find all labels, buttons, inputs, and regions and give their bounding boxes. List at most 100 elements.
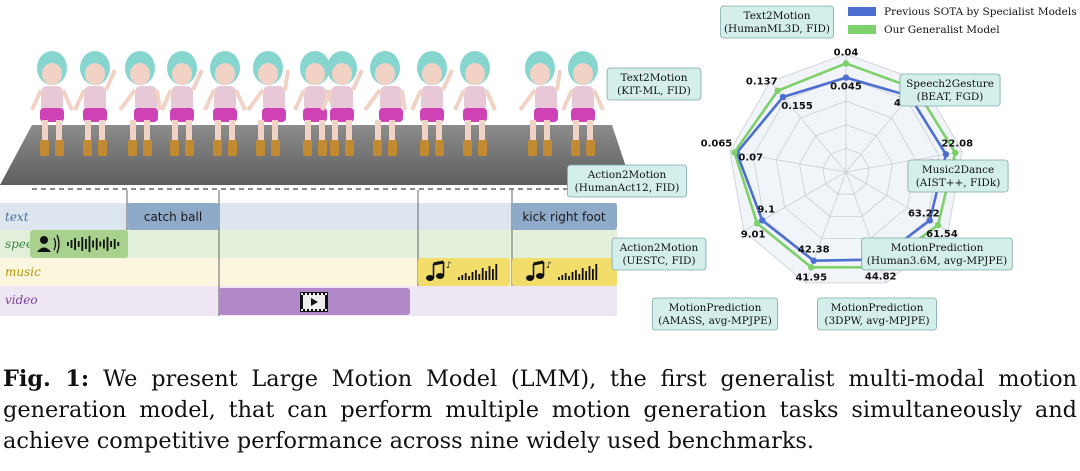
radar-value-ours: 41.95 — [795, 272, 827, 283]
svg-text:(HumanAct12, FID): (HumanAct12, FID) — [575, 182, 680, 194]
dancer-figure — [363, 51, 407, 156]
svg-text:MotionPrediction: MotionPrediction — [669, 302, 762, 314]
radar-value-ours: 22.08 — [941, 139, 973, 150]
dancer-figure — [118, 51, 162, 156]
radar-grid-ring — [822, 147, 870, 195]
clip-kick-right-foot-label: kick right foot — [522, 210, 606, 224]
radar-value-ours: 44.82 — [865, 271, 897, 282]
caption-text: We present Large Motion Model (LMM), the… — [3, 366, 1077, 454]
dancer-figure — [203, 51, 247, 156]
timeline: text speech music video catch ball kick … — [0, 190, 617, 316]
svg-text:(UESTC, FID): (UESTC, FID) — [622, 255, 695, 267]
figure-1: text speech music video catch ball kick … — [0, 5, 1077, 331]
radar-axis-label: Music2Dance(AIST++, FIDk) — [907, 159, 1009, 193]
svg-text:(KIT-ML, FID): (KIT-ML, FID) — [617, 85, 691, 97]
radar-axis-label: Speech2Gesture(BEAT, FGD) — [899, 73, 1001, 107]
radar-value-ours: 9.01 — [741, 229, 766, 240]
clip-music-2 — [512, 258, 617, 286]
radar-point-ours — [731, 149, 738, 156]
dancer-figure — [518, 51, 562, 156]
radar-value-ours: 0.137 — [746, 77, 778, 88]
radar-axis-label: MotionPrediction(Human3.6M, avg-MPJPE) — [861, 237, 1013, 271]
radar-axis-label: Action2Motion(HumanAct12, FID) — [567, 164, 687, 198]
track-label-video: video — [5, 293, 38, 307]
radar-value-previous: 0.155 — [781, 101, 813, 112]
svg-text:MotionPrediction: MotionPrediction — [831, 302, 924, 314]
svg-text:(HumanML3D, FID): (HumanML3D, FID) — [724, 23, 830, 35]
radar-point-ours — [934, 221, 942, 229]
radar-point-previous — [810, 257, 817, 264]
dancer-figure — [293, 51, 337, 156]
radar-grid-ring — [799, 124, 893, 217]
radar-value-previous: 9.1 — [757, 204, 775, 215]
legend-swatch-previous — [848, 7, 876, 16]
radar-axis-label: Action2Motion(UESTC, FID) — [611, 237, 707, 271]
radar-point-previous — [942, 151, 950, 158]
radar-point-previous — [779, 93, 787, 101]
svg-text:(BEAT, FGD): (BEAT, FGD) — [917, 91, 984, 103]
caption-label: Fig. 1: — [3, 366, 90, 392]
dancer-figure — [160, 51, 204, 156]
radar-axis-label: MotionPrediction(3DPW, avg-MPJPE) — [817, 297, 937, 331]
radar-point-ours — [774, 87, 781, 94]
speech-waveform-icon — [67, 236, 120, 252]
radar-grid-ring — [775, 100, 917, 239]
track-label-music: music — [5, 265, 41, 279]
radar-point-ours — [842, 60, 850, 67]
speaker-icon — [37, 234, 60, 254]
svg-text:Text2Motion: Text2Motion — [744, 10, 811, 22]
music-waveform-icon — [558, 264, 598, 280]
radar-point-previous — [842, 74, 850, 81]
radar-point-previous — [759, 217, 766, 224]
svg-text:Action2Motion: Action2Motion — [587, 169, 667, 181]
legend-swatch-ours — [848, 25, 876, 34]
stage-floor — [0, 125, 632, 185]
radar-value-ours: 61.54 — [926, 229, 958, 240]
radar-spoke — [729, 151, 847, 173]
dancer-figure — [453, 51, 497, 156]
radar-point-ours — [808, 264, 815, 271]
radar-axis-label: Text2Motion(KIT-ML, FID) — [606, 67, 702, 101]
radar-value-previous: 63.22 — [908, 208, 940, 219]
dancer-figure — [410, 51, 454, 156]
svg-text:(AIST++, FIDk): (AIST++, FIDk) — [916, 177, 1001, 189]
dancer-figure — [73, 51, 117, 156]
radar-value-ours: 0.065 — [701, 138, 733, 149]
video-film-icon — [300, 292, 328, 312]
music-note-icon: ♪ — [426, 260, 452, 281]
radar-value-previous: 0.045 — [830, 82, 862, 93]
radar-axis-label: Text2Motion(HumanML3D, FID) — [720, 5, 834, 39]
radar-value-previous: 42.38 — [798, 245, 830, 256]
svg-text:MotionPrediction: MotionPrediction — [891, 242, 984, 254]
radar-series-ours — [733, 62, 957, 269]
svg-text:Text2Motion: Text2Motion — [621, 72, 688, 84]
clip-catch-ball-label: catch ball — [144, 210, 202, 224]
radar-point-ours — [952, 149, 959, 156]
dancer-figure — [30, 51, 74, 156]
radar-point-ours — [753, 220, 761, 227]
music-waveform-icon — [458, 264, 498, 280]
radar-axis-label: MotionPrediction(AMASS, avg-MPJPE) — [651, 297, 779, 331]
radar-point-previous — [926, 217, 933, 224]
music-note-icon: ♪ — [526, 260, 552, 281]
legend-label-previous: Previous SOTA by Specialist Models — [884, 6, 1077, 18]
svg-text:(Human3.6M, avg-MPJPE): (Human3.6M, avg-MPJPE) — [867, 255, 1007, 267]
dancer-figure — [246, 51, 290, 156]
clip-kick-right-foot — [512, 203, 617, 230]
radar-value-previous: 0.07 — [738, 153, 763, 164]
radar-grid-ring — [729, 53, 963, 284]
radar-value-ours: 0.04 — [834, 47, 859, 58]
legend: Previous SOTA by Specialist Models Our G… — [848, 6, 1077, 36]
track-label-text: text — [5, 210, 29, 224]
dancer-figure — [561, 51, 605, 156]
svg-text:Speech2Gesture: Speech2Gesture — [906, 78, 994, 90]
svg-text:Music2Dance: Music2Dance — [922, 164, 994, 176]
radar-chart: 0.040.04547.9545.8722.0819.0161.5463.224… — [567, 5, 1013, 331]
legend-label-ours: Our Generalist Model — [884, 24, 1000, 36]
svg-text:(3DPW, avg-MPJPE): (3DPW, avg-MPJPE) — [824, 315, 929, 327]
figure-caption: Fig. 1: We present Large Motion Model (L… — [3, 364, 1077, 457]
svg-text:Action2Motion: Action2Motion — [619, 242, 699, 254]
radar-series-previous — [735, 76, 948, 263]
svg-text:(AMASS, avg-MPJPE): (AMASS, avg-MPJPE) — [658, 315, 772, 327]
dancer-figure — [320, 51, 364, 156]
